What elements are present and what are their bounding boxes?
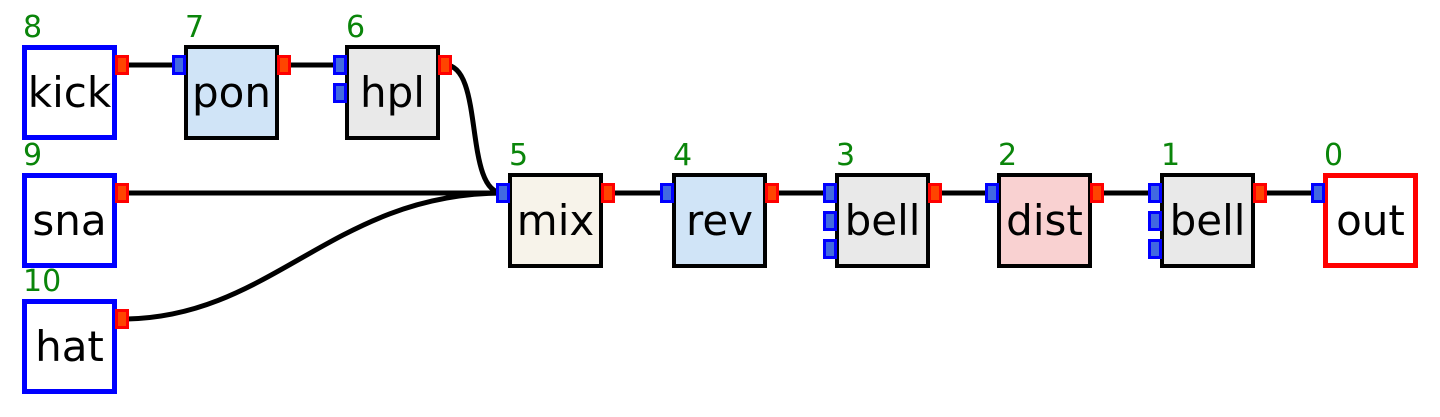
node-number-mix: 5 <box>509 138 529 173</box>
node-label-kick: kick <box>27 67 112 117</box>
node-number-rev: 4 <box>673 138 693 173</box>
input-port-bell3-1[interactable] <box>823 183 837 203</box>
node-number-dist: 2 <box>998 138 1018 173</box>
input-port-dist-1[interactable] <box>985 183 999 203</box>
input-port-mix-1[interactable] <box>496 183 510 203</box>
node-label-hpl: hpl <box>360 67 425 117</box>
node-label-bell3: bell <box>844 195 921 245</box>
output-port-pon[interactable] <box>277 55 291 75</box>
node-label-out: out <box>1336 195 1405 245</box>
node-dist[interactable]: dist <box>997 173 1092 268</box>
connection-hpl-to-mix <box>442 62 506 196</box>
input-port-hpl-1[interactable] <box>333 55 347 75</box>
node-label-rev: rev <box>685 195 754 245</box>
output-port-hpl[interactable] <box>438 55 452 75</box>
node-hat[interactable]: hat <box>22 299 117 394</box>
output-port-bell3[interactable] <box>928 183 942 203</box>
node-label-sna: sna <box>32 195 107 245</box>
output-port-mix[interactable] <box>601 183 615 203</box>
node-number-bell3: 3 <box>836 138 856 173</box>
output-port-rev[interactable] <box>765 183 779 203</box>
output-port-hat[interactable] <box>115 309 129 329</box>
node-label-hat: hat <box>35 321 104 371</box>
node-number-out: 0 <box>1324 138 1344 173</box>
node-hpl[interactable]: hpl <box>345 45 440 140</box>
node-sna[interactable]: sna <box>22 173 117 268</box>
node-number-pon: 7 <box>185 10 205 45</box>
input-port-out-1[interactable] <box>1311 183 1325 203</box>
input-port-bell3-3[interactable] <box>823 239 837 259</box>
output-port-bell1[interactable] <box>1253 183 1267 203</box>
node-label-pon: pon <box>192 67 271 117</box>
node-mix[interactable]: mix <box>508 173 603 268</box>
node-bell1[interactable]: bell <box>1160 173 1255 268</box>
node-number-hat: 10 <box>23 264 62 299</box>
output-port-kick[interactable] <box>115 55 129 75</box>
input-port-bell1-3[interactable] <box>1148 239 1162 259</box>
input-port-bell3-2[interactable] <box>823 211 837 231</box>
output-port-dist[interactable] <box>1090 183 1104 203</box>
input-port-hpl-2[interactable] <box>333 83 347 103</box>
node-label-mix: mix <box>516 195 595 245</box>
node-number-bell1: 1 <box>1161 138 1181 173</box>
node-number-kick: 8 <box>23 10 43 45</box>
input-port-bell1-1[interactable] <box>1148 183 1162 203</box>
node-number-hpl: 6 <box>346 10 366 45</box>
output-port-sna[interactable] <box>115 183 129 203</box>
input-port-bell1-2[interactable] <box>1148 211 1162 231</box>
node-pon[interactable]: pon <box>184 45 279 140</box>
node-rev[interactable]: rev <box>672 173 767 268</box>
node-kick[interactable]: kick <box>22 45 117 140</box>
connection-hat-to-mix <box>119 190 506 322</box>
input-port-pon-1[interactable] <box>172 55 186 75</box>
node-out[interactable]: out <box>1323 173 1418 268</box>
input-port-rev-1[interactable] <box>660 183 674 203</box>
node-number-sna: 9 <box>23 138 43 173</box>
node-bell3[interactable]: bell <box>835 173 930 268</box>
node-label-dist: dist <box>1006 195 1083 245</box>
node-label-bell1: bell <box>1169 195 1246 245</box>
